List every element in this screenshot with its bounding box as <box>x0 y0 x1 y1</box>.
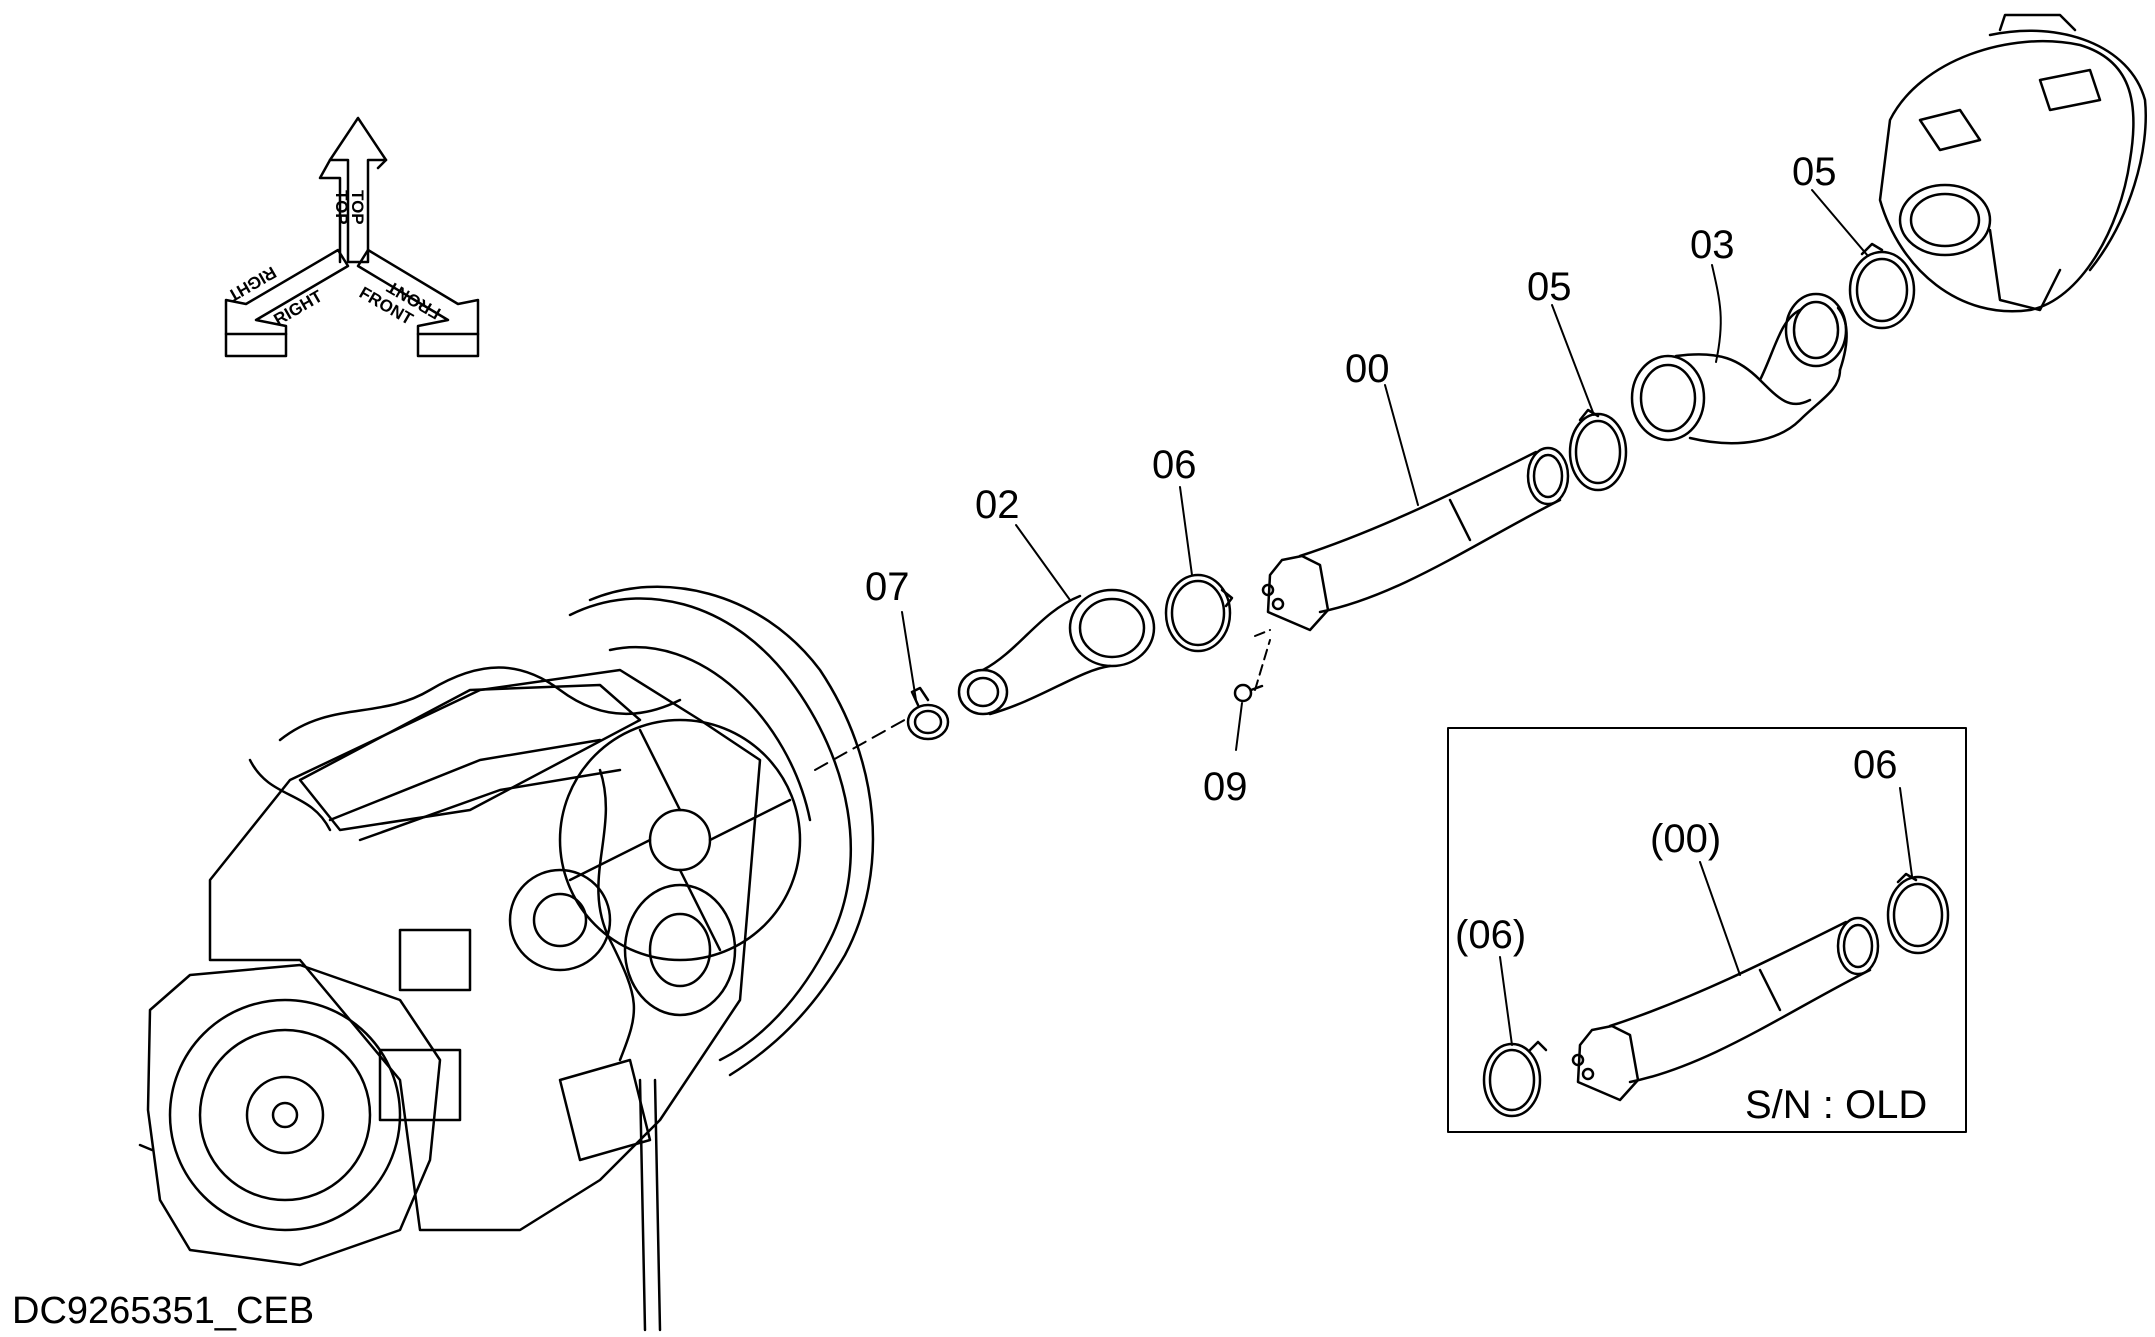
inset-callout-00-paren: (00) <box>1650 817 1721 861</box>
orient-top-left: TOP <box>332 190 351 225</box>
clamp-06 <box>1164 573 1234 653</box>
inset-callout-06-paren: (06) <box>1455 913 1526 957</box>
alternator <box>623 883 737 1017</box>
callout-03: 03 <box>1690 223 1735 267</box>
clamp-07 <box>906 686 950 741</box>
callout-06: 06 <box>1152 443 1197 487</box>
leader-lines <box>901 189 1869 751</box>
callout-09: 09 <box>1203 765 1248 809</box>
flywheel-housing <box>146 963 442 1267</box>
orient-right-upper: RIGHT <box>224 263 280 306</box>
clamp-05-mid <box>1568 408 1628 492</box>
callout-00: 00 <box>1345 347 1390 391</box>
valve-cover <box>298 683 642 832</box>
inset-caption: S/N : OLD <box>1745 1083 1927 1127</box>
wire-harness <box>278 666 682 742</box>
inset-callout-06: 06 <box>1853 743 1898 787</box>
cooling-fan <box>558 718 802 962</box>
fan-shroud <box>568 597 852 1062</box>
right-arrow <box>224 248 350 358</box>
callout-07: 07 <box>865 565 910 609</box>
inset-clamp-06 <box>1886 872 1950 955</box>
clamp-05-filter <box>1848 242 1916 330</box>
inset-hose-00 <box>1571 916 1880 1102</box>
flywheel <box>168 998 402 1232</box>
duct-02 <box>957 588 1156 716</box>
top-arrow <box>328 116 388 264</box>
callout-05-filter: 05 <box>1792 150 1837 194</box>
inset-clamp-06-paren <box>1482 1040 1548 1118</box>
drawing-number: DC9265351_CEB <box>12 1290 314 1332</box>
inset-leader-lines <box>1499 787 1913 1046</box>
callout-02: 02 <box>975 483 1020 527</box>
air-filter-housing <box>1878 13 2147 313</box>
elbow-03 <box>1630 292 1848 445</box>
engine-assembly <box>138 585 875 1332</box>
orient-right-lower: RIGHT <box>271 286 327 329</box>
orient-top-right: TOP <box>348 190 367 225</box>
bolt-09 <box>1233 629 1271 703</box>
orientation-symbol <box>224 116 480 358</box>
front-arrow <box>356 248 480 358</box>
callout-05-mid: 05 <box>1527 265 1572 309</box>
engine-block <box>208 668 762 1232</box>
hose-00 <box>1261 446 1570 632</box>
turbocharger <box>508 868 612 972</box>
inset-box <box>1447 727 1967 1133</box>
